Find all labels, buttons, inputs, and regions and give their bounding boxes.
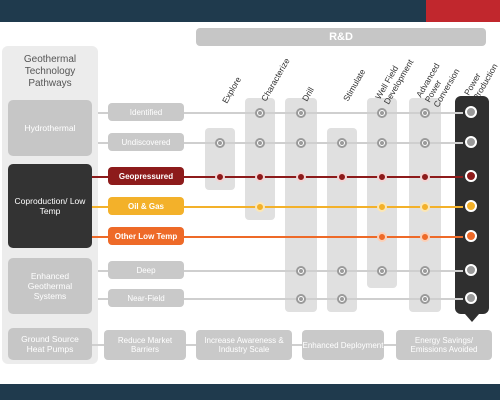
dot-identified-characterize — [255, 108, 265, 118]
column-bg-wellfield — [367, 98, 397, 288]
dot-undiscovered-explore — [215, 138, 225, 148]
dot-identified-powerconv — [420, 108, 430, 118]
category-egs: Enhanced Geothermal Systems — [8, 258, 92, 314]
dot-oilgas-powerconv — [420, 202, 430, 212]
row-label-undiscovered: Undiscovered — [108, 133, 184, 151]
dot-identified-drill — [296, 108, 306, 118]
category-gshp: Ground Source Heat Pumps — [8, 328, 92, 360]
stage-enhanced-deployment: Enhanced Deployment — [302, 330, 384, 360]
dot-geopressured-wellfield — [377, 172, 387, 182]
stage-reduce-market-barriers: Reduce Market Barriers — [104, 330, 186, 360]
dot-geopressured-explore — [215, 172, 225, 182]
dot-deep-stimulate — [337, 266, 347, 276]
dot-identified-wellfield — [377, 108, 387, 118]
row-label-other-low-temp: Other Low Temp — [108, 227, 184, 245]
column-bg-characterize — [245, 98, 275, 220]
dot-oilgas-wellfield — [377, 202, 387, 212]
dot-undiscovered-wellfield — [377, 138, 387, 148]
dot-deep-power — [465, 264, 477, 276]
dot-undiscovered-power — [465, 136, 477, 148]
dot-oilgas-characterize — [255, 202, 265, 212]
row-line-deep — [98, 270, 463, 272]
down-arrow-icon — [465, 314, 479, 322]
category-coproduction: Coproduction/ Low Temp — [8, 164, 92, 248]
dot-identified-power — [465, 106, 477, 118]
row-line-identified — [98, 112, 463, 114]
dot-nearfield-powerconv — [420, 294, 430, 304]
dot-nearfield-stimulate — [337, 294, 347, 304]
dot-oilgas-power — [465, 200, 477, 212]
dot-undiscovered-drill — [296, 138, 306, 148]
top-accent-block — [426, 0, 500, 22]
row-line-near-field — [98, 298, 463, 300]
row-label-near-field: Near-Field — [108, 289, 184, 307]
row-label-oil-gas: Oil & Gas — [108, 197, 184, 215]
dot-otherlow-powerconv — [420, 232, 430, 242]
dot-nearfield-power — [465, 292, 477, 304]
dot-deep-wellfield — [377, 266, 387, 276]
dot-undiscovered-stimulate — [337, 138, 347, 148]
row-line-geopressured — [92, 176, 463, 178]
dot-geopressured-stimulate — [337, 172, 347, 182]
row-label-identified: Identified — [108, 103, 184, 121]
dot-otherlow-power — [465, 230, 477, 242]
row-line-other-low-temp — [92, 236, 463, 238]
dot-otherlow-wellfield — [377, 232, 387, 242]
panel-title: Geothermal Technology Pathways — [23, 54, 77, 89]
dot-deep-powerconv — [420, 266, 430, 276]
rd-header: R&D — [196, 28, 486, 46]
dot-geopressured-power — [465, 170, 477, 182]
stage-energy-savings: Energy Savings/ Emissions Avoided — [396, 330, 492, 360]
top-banner — [0, 0, 500, 22]
column-label-stimulate: Stimulate — [341, 67, 368, 103]
column-label-characterize: Characterize — [259, 56, 292, 103]
column-bg-drill — [285, 98, 317, 312]
row-label-deep: Deep — [108, 261, 184, 279]
dot-geopressured-characterize — [255, 172, 265, 182]
column-label-wellfield: Well Field Development — [373, 57, 416, 106]
dot-undiscovered-characterize — [255, 138, 265, 148]
dot-deep-drill — [296, 266, 306, 276]
dot-geopressured-powerconv — [420, 172, 430, 182]
column-label-explore: Explore — [220, 75, 244, 105]
stage-increase-awareness: Increase Awareness & Industry Scale — [196, 330, 292, 360]
dot-nearfield-drill — [296, 294, 306, 304]
category-hydrothermal: Hydrothermal — [8, 100, 92, 156]
row-line-oil-gas — [92, 206, 463, 208]
row-label-geopressured: Geopressured — [108, 167, 184, 185]
row-line-undiscovered — [98, 142, 463, 144]
dot-geopressured-drill — [296, 172, 306, 182]
column-bg-stimulate — [327, 128, 357, 312]
bottom-banner — [0, 384, 500, 400]
dot-undiscovered-powerconv — [420, 138, 430, 148]
